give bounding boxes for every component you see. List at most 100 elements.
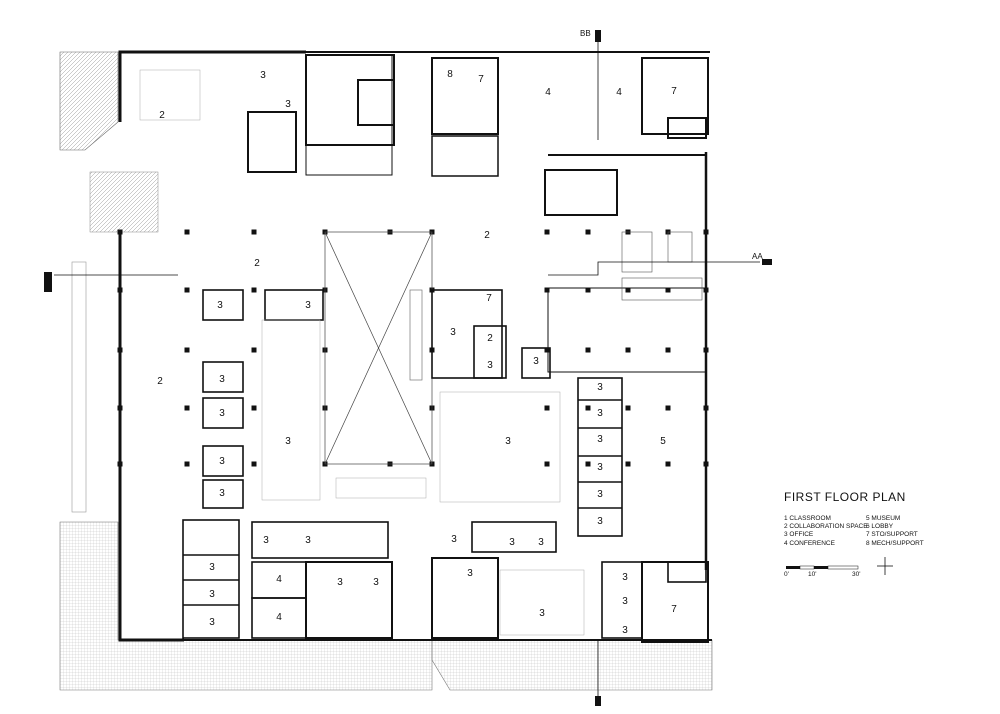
column — [665, 347, 671, 353]
room-label: 3 — [597, 516, 603, 527]
room-label: 3 — [305, 300, 311, 311]
atrium-void — [324, 231, 433, 465]
room-label: 3 — [509, 537, 515, 548]
column — [184, 461, 190, 467]
top-cores — [247, 54, 709, 216]
room-label: 3 — [622, 572, 628, 583]
room-label: 3 — [263, 535, 269, 546]
column — [625, 405, 631, 411]
room-label: 4 — [276, 612, 282, 623]
room-label: 2 — [157, 376, 163, 387]
room-labels: 3 3 2 8 7 4 4 7 2 2 2 3 3 3 3 3 3 3 3 3 … — [157, 69, 677, 636]
scale-label: 10' — [808, 571, 817, 578]
room-label: 3 — [597, 462, 603, 473]
scale-label: 30' — [852, 571, 861, 578]
room-label: 7 — [478, 74, 484, 85]
room-label: 3 — [285, 436, 291, 447]
room-label: 3 — [539, 608, 545, 619]
interior-walls — [182, 287, 709, 643]
column — [117, 347, 123, 353]
stairs — [621, 231, 703, 301]
room-label: 2 — [159, 110, 165, 121]
column — [585, 287, 591, 293]
room-label: 3 — [337, 577, 343, 588]
column — [184, 229, 190, 235]
plan-title: FIRST FLOOR PLAN — [784, 490, 906, 504]
room-label: 3 — [467, 568, 473, 579]
room-label: 3 — [260, 70, 266, 81]
room-label: 3 — [597, 382, 603, 393]
section-label-right: AA — [752, 252, 763, 261]
room-label: 5 — [660, 436, 666, 447]
room-label: 3 — [597, 489, 603, 500]
section-markers: BB AA — [44, 29, 772, 706]
legend-right: 5 MUSEUM 6 LOBBY 7 STO/SUPPORT 8 MECH/SU… — [866, 515, 924, 548]
legend-item: 6 LOBBY — [866, 523, 894, 531]
legend-item: 7 STO/SUPPORT — [866, 531, 918, 539]
column — [585, 405, 591, 411]
room-label: 3 — [622, 596, 628, 607]
column — [117, 405, 123, 411]
room-label: 3 — [597, 408, 603, 419]
room-label: 3 — [533, 356, 539, 367]
column — [625, 287, 631, 293]
column — [251, 461, 257, 467]
room-label: 3 — [217, 300, 223, 311]
room-label: 4 — [276, 574, 282, 585]
room-label: 3 — [373, 577, 379, 588]
column — [251, 347, 257, 353]
north-arrow-icon — [877, 557, 893, 575]
room-label: 3 — [285, 99, 291, 110]
legend-item: 4 CONFERENCE — [784, 539, 835, 547]
legend-left: 1 CLASSROOM 2 COLLABORATION SPACE 3 OFFI… — [784, 515, 868, 548]
column — [251, 287, 257, 293]
legend-item: 3 OFFICE — [784, 531, 814, 539]
column — [585, 461, 591, 467]
room-label: 3 — [209, 562, 215, 573]
room-label: 3 — [538, 537, 544, 548]
scale-label: 0' — [784, 571, 789, 578]
room-label: 3 — [209, 589, 215, 600]
column — [544, 229, 550, 235]
room-label: 3 — [450, 327, 456, 338]
column — [585, 229, 591, 235]
legend-item: 8 MECH/SUPPORT — [866, 539, 924, 547]
structural-columns — [117, 229, 709, 467]
column — [544, 405, 550, 411]
room-label: 8 — [447, 69, 453, 80]
column — [184, 347, 190, 353]
column — [544, 347, 550, 353]
column — [184, 405, 190, 411]
room-label: 3 — [622, 625, 628, 636]
column — [117, 287, 123, 293]
column — [703, 229, 709, 235]
room-label: 2 — [484, 230, 490, 241]
section-label-top: BB — [580, 29, 591, 38]
room-label: 7 — [671, 86, 677, 97]
room-label: 3 — [505, 436, 511, 447]
column — [544, 287, 550, 293]
room-label: 3 — [219, 408, 225, 419]
column — [625, 347, 631, 353]
room-label: 3 — [219, 374, 225, 385]
legend-item: 1 CLASSROOM — [784, 515, 831, 522]
column — [665, 405, 671, 411]
room-label: 2 — [254, 258, 260, 269]
room-label: 2 — [487, 333, 493, 344]
room-label: 3 — [209, 617, 215, 628]
column — [117, 461, 123, 467]
column — [585, 347, 591, 353]
exterior-walls — [118, 50, 712, 642]
room-label: 3 — [219, 456, 225, 467]
exterior-paving — [59, 51, 713, 691]
column — [665, 287, 671, 293]
room-label: 4 — [616, 87, 622, 98]
legend-item: 5 MUSEUM — [866, 515, 901, 522]
room-label: 3 — [305, 535, 311, 546]
column — [184, 287, 190, 293]
room-label: 3 — [451, 534, 457, 545]
column — [251, 405, 257, 411]
workstations — [139, 69, 585, 636]
column — [117, 229, 123, 235]
